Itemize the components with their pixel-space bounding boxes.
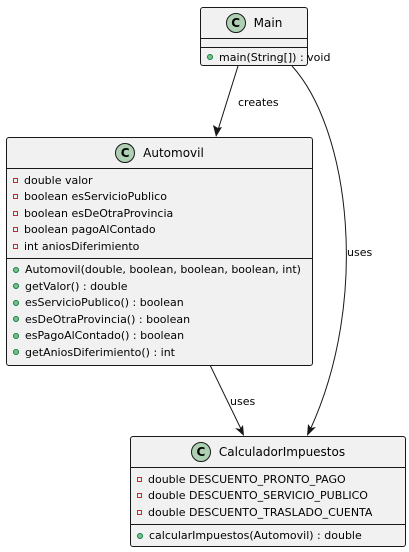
class-icon: C [115,143,136,163]
private-icon [13,227,18,233]
public-icon [13,316,19,323]
class-icon: C [190,442,211,462]
field-row: boolean esDeOtraProvincia [7,205,312,222]
field-row: double DESCUENTO_SERVICIO_PUBLICO [131,488,405,505]
field-row: double DESCUENTO_PRONTO_PAGO [131,471,405,488]
public-icon [13,266,19,273]
public-icon [207,54,213,61]
class-calculador-name: CalculadorImpuestos [218,445,346,459]
method-row: calcularImpuestos(Automovil) : double [131,528,405,545]
public-icon [13,283,19,290]
field-row: boolean pagoAlContado [7,222,312,239]
private-icon [13,177,18,183]
edge-label-creates: creates [238,96,279,109]
class-icon: C [225,13,246,33]
class-calculador-header: C CalculadorImpuestos [131,437,405,467]
class-automovil-methods: Automovil(double, boolean, boolean, bool… [7,257,312,364]
private-icon [13,194,18,200]
method-row: getValor() : double [7,278,312,295]
edge-main-automovil-arrowhead [213,125,222,137]
method-row: main(String[]) : void [201,49,330,66]
class-main[interactable]: C Main main(String[]) : void [200,7,330,69]
method-row: getAniosDiferimiento() : int [7,344,312,361]
class-automovil-header: C Automovil [7,138,312,168]
edge-automovil-calculador [209,364,242,430]
method-row: esDeOtraProvincia() : boolean [7,311,312,328]
private-icon [13,243,18,249]
class-main-methods: main(String[]) : void [201,47,330,69]
edge-label-uses-automovil: uses [230,395,256,408]
method-row: esServicioPublico() : boolean [7,295,312,312]
public-icon [13,332,19,339]
public-icon [13,299,19,306]
class-main-header: C Main [201,8,307,38]
class-automovil-fields: double valor boolean esServicioPublico b… [7,168,312,258]
private-icon [13,210,18,216]
method-row: Automovil(double, boolean, boolean, bool… [7,262,312,279]
class-automovil-name: Automovil [143,146,204,160]
edge-main-automovil [217,65,239,131]
edge-main-calculador [291,65,347,431]
method-row: esPagoAlContado() : boolean [7,328,312,345]
class-calculador-methods: calcularImpuestos(Automovil) : double [131,523,405,548]
field-row: double valor [7,172,312,189]
class-calculador-impuestos[interactable]: C CalculadorImpuestos double DESCUENTO_P… [130,436,406,547]
edge-label-uses-main: uses [347,246,373,259]
public-icon [137,532,143,539]
field-row: double DESCUENTO_TRASLADO_CUENTA [131,504,405,521]
public-icon [13,349,19,356]
field-row: int aniosDiferimiento [7,238,312,255]
field-row: boolean esServicioPublico [7,189,312,206]
class-calculador-fields: double DESCUENTO_PRONTO_PAGO double DESC… [131,467,405,524]
private-icon [137,509,142,515]
class-main-name: Main [253,16,283,30]
class-automovil[interactable]: C Automovil double valor boolean esServi… [6,137,313,366]
private-icon [137,476,142,482]
divider [201,38,307,47]
edge-main-calculador-arrowhead [307,424,316,436]
private-icon [137,493,142,499]
edge-automovil-calculador-arrowhead [235,425,244,436]
